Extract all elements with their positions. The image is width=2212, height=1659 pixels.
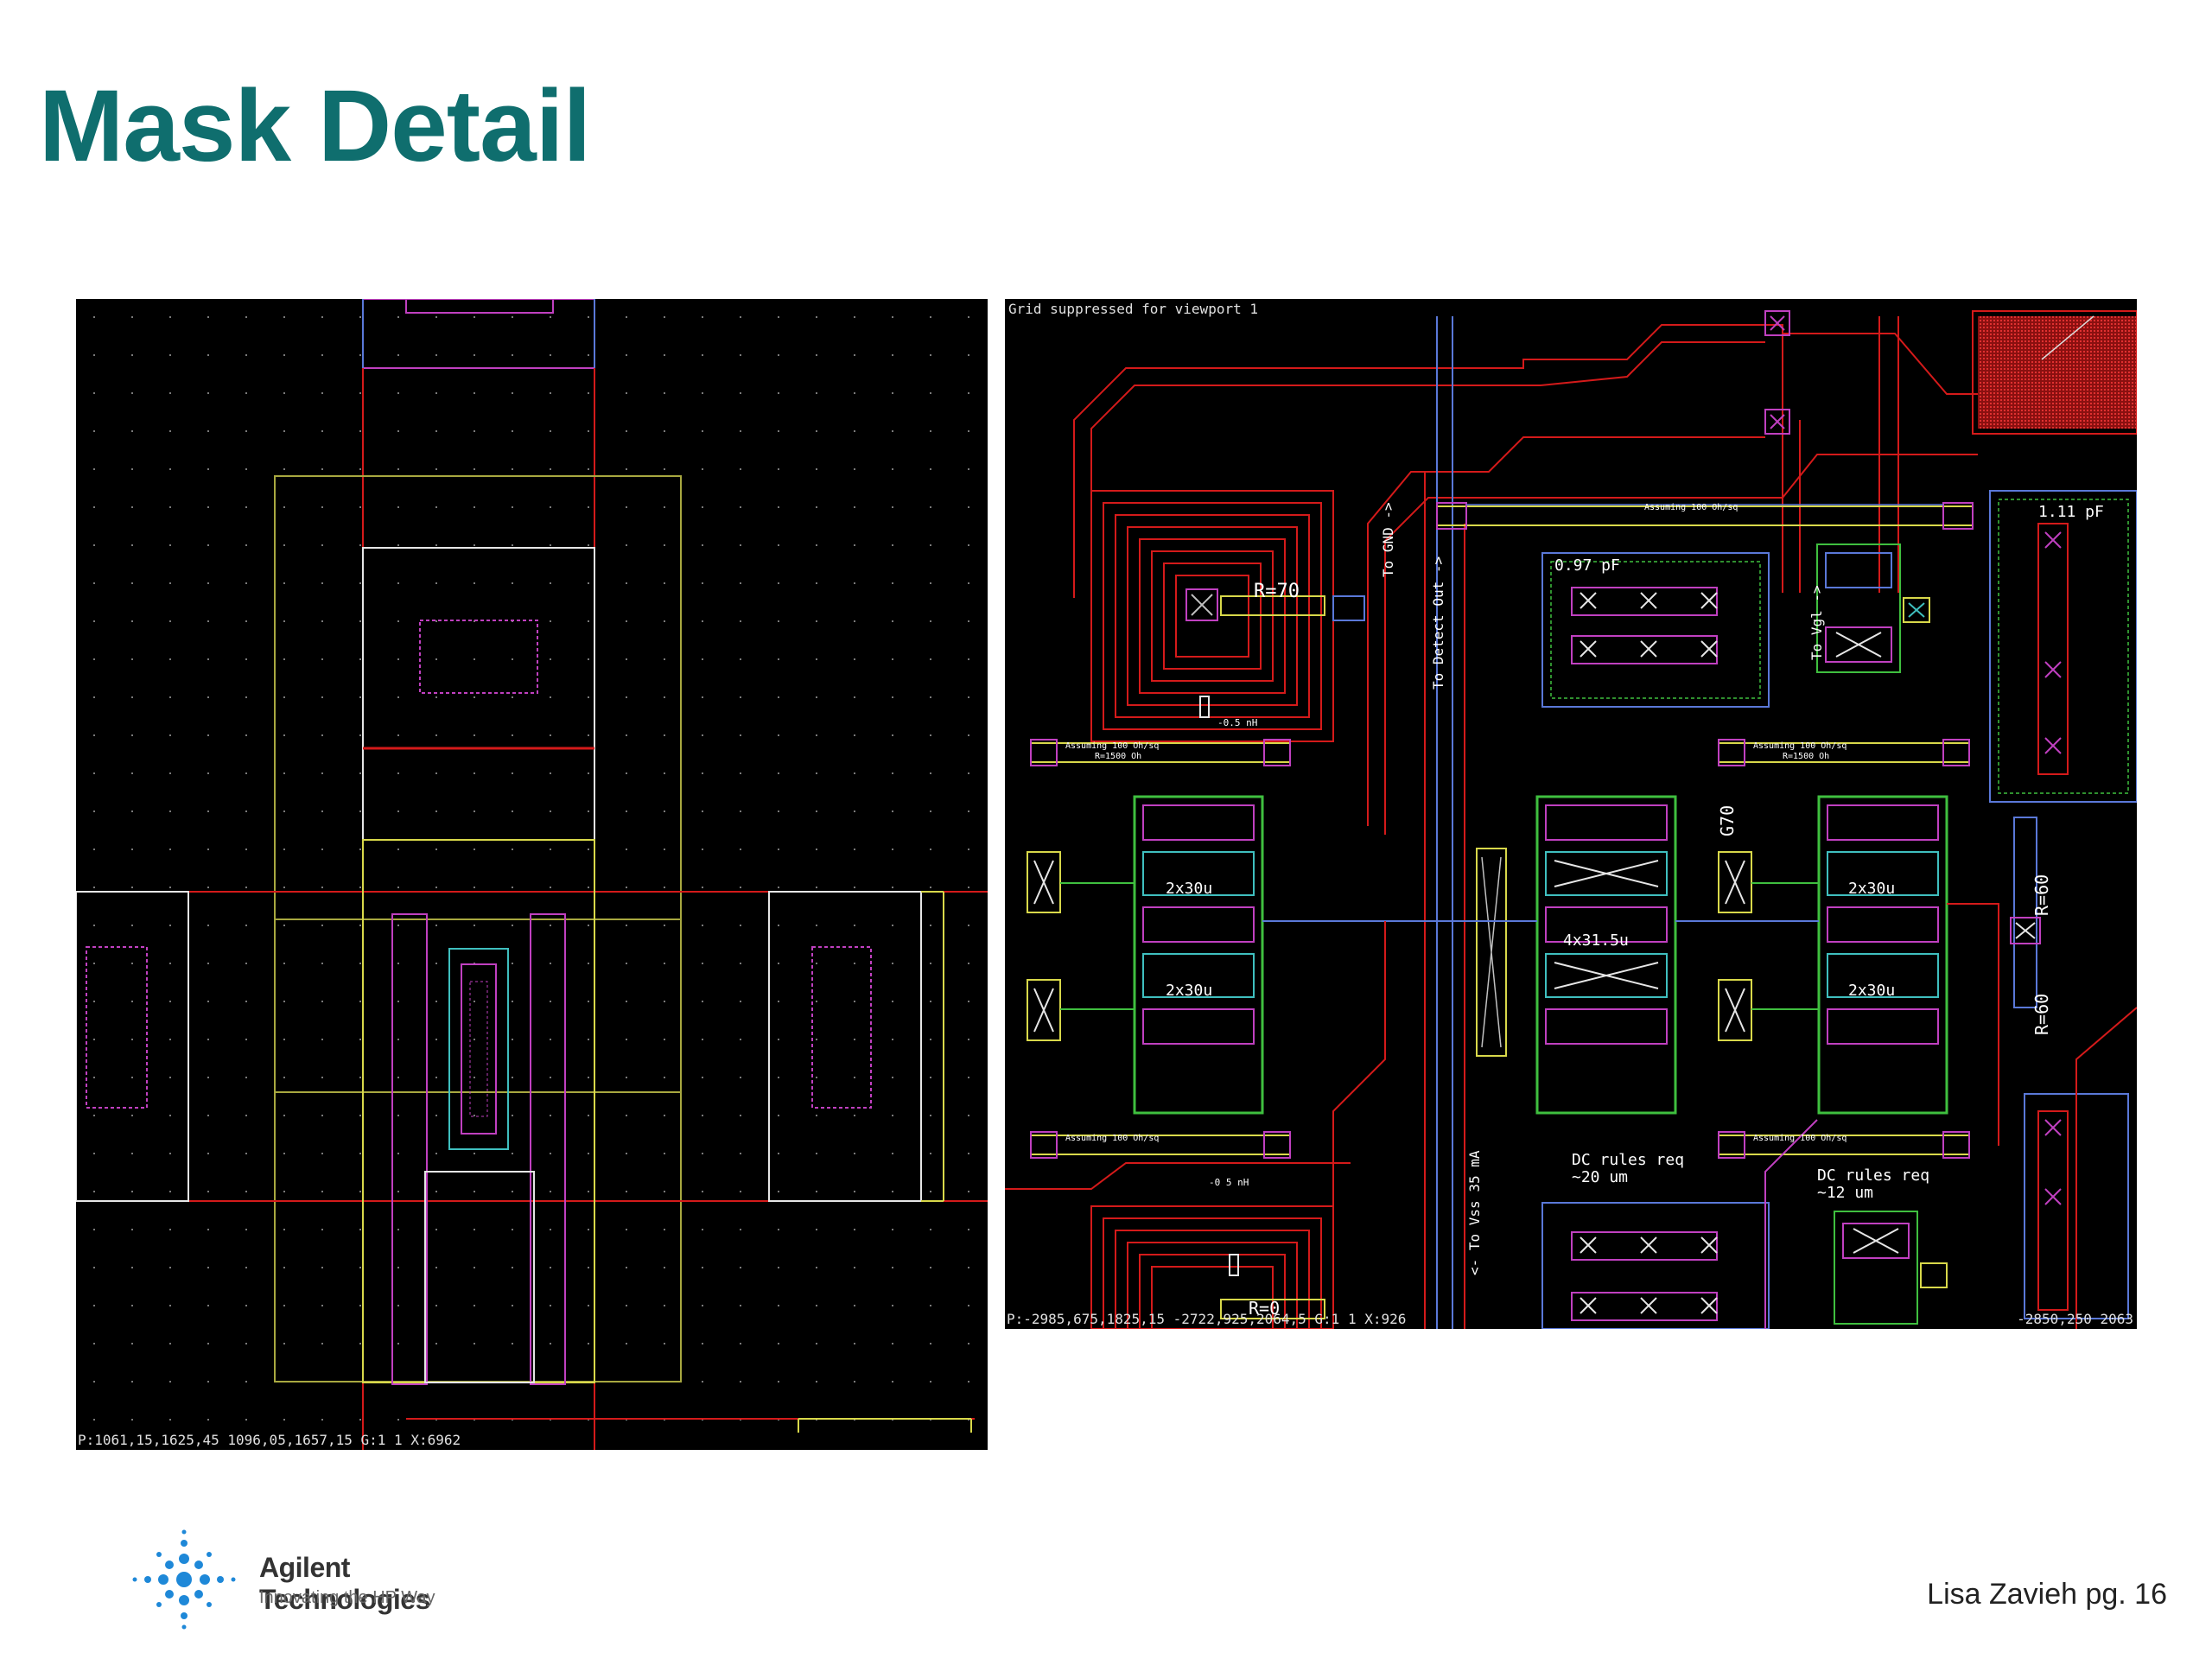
label-res-left-bottom: Assuming 100 Oh/sq xyxy=(1065,1134,1160,1143)
label-res-top: Assuming 100 Oh/sq xyxy=(1644,503,1738,512)
page-title: Mask Detail xyxy=(39,69,591,183)
label-ind-top: -0.5 nH xyxy=(1217,717,1258,728)
label-res-right-top: Assuming 100 Oh/sq xyxy=(1753,741,1847,751)
mask-view-right[interactable]: Grid suppressed for viewport 1 R=70 0.97… xyxy=(1005,299,2137,1329)
right-view-status-2: -2850,250 2063 xyxy=(2017,1311,2133,1327)
page-footer: Lisa Zavieh pg. 16 xyxy=(1927,1578,2167,1611)
label-dc-right-2: ~12 um xyxy=(1817,1184,1874,1202)
label-res-sub-left: R=1500 Oh xyxy=(1095,752,1142,761)
label-ind-bottom: -0 5 nH xyxy=(1209,1177,1249,1188)
label-res-sub-right: R=1500 Oh xyxy=(1783,752,1830,761)
layout-drawing-right xyxy=(1005,310,2137,1329)
label-res-right-bottom: Assuming 100 Oh/sq xyxy=(1753,1134,1847,1143)
label-dev-c: 2x30u xyxy=(1848,880,1896,898)
label-r0: R=0 xyxy=(1249,1298,1281,1319)
viewport-note: Grid suppressed for viewport 1 xyxy=(1008,301,1258,317)
label-dc-left: DC rules req xyxy=(1572,1151,1685,1169)
label-dev-a: 2x30u xyxy=(1166,880,1213,898)
logo-tagline: Innovating the HP Way xyxy=(259,1588,435,1607)
label-dc-right: DC rules req xyxy=(1817,1166,1930,1185)
label-dev-d: 2x30u xyxy=(1848,982,1896,1000)
label-to-vgl: To Vgl -> xyxy=(1808,585,1825,660)
label-dc-left-2: ~20 um xyxy=(1572,1168,1629,1186)
label-cap-097: 0.97 pF xyxy=(1554,556,1620,575)
mask-view-left[interactable]: P:1061,15,1625,45 1096,05,1657,15 G:1 1 … xyxy=(76,299,988,1450)
label-r70: R=70 xyxy=(1254,581,1300,602)
label-r60-a: R=60 xyxy=(2031,874,2052,916)
label-to-gnd: To GND -> xyxy=(1380,502,1396,577)
label-res-left-top: Assuming 100 Oh/sq xyxy=(1065,741,1160,751)
label-cap-111: 1.11 pF xyxy=(2038,503,2104,521)
label-r60-b: R=60 xyxy=(2031,993,2052,1035)
label-g70: G70 xyxy=(1717,804,1738,836)
label-dev-b: 2x30u xyxy=(1166,982,1213,1000)
left-view-status: P:1061,15,1625,45 1096,05,1657,15 G:1 1 … xyxy=(78,1432,461,1448)
label-to-vss: <- To Vss 35 mA xyxy=(1466,1150,1483,1276)
right-view-status: P:-2985,675,1825,15 -2722,925,2064,5 G:1… xyxy=(1007,1311,1407,1327)
logo-name: Agilent Technologies xyxy=(259,1552,430,1615)
layout-drawing-left xyxy=(76,299,988,1450)
label-dev-4x31: 4x31.5u xyxy=(1563,931,1629,950)
agilent-logo: Agilent Technologies Innovating the HP W… xyxy=(128,1528,508,1631)
label-to-detect: To Detect Out -> xyxy=(1430,556,1446,690)
agilent-spark-icon xyxy=(132,1529,236,1630)
